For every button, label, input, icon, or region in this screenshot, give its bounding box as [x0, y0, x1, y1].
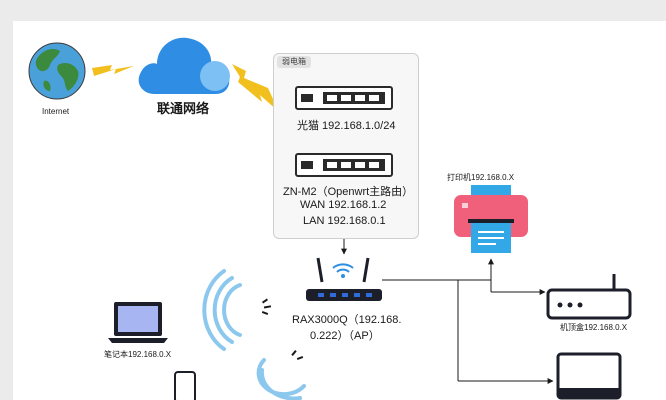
zn-m2-name: ZN-M2（Openwrt主路由）	[283, 186, 414, 198]
lightning-icon-right	[232, 64, 279, 112]
cloud-icon	[138, 37, 230, 94]
internet-label: Internet	[42, 107, 70, 116]
printer-label: 打印机192.168.0.X	[447, 173, 515, 182]
wireless-signal-icon-upper	[202, 269, 242, 351]
lightning-icon-left	[92, 65, 134, 76]
cabinet-box	[273, 53, 419, 239]
cabinet-tag: 弱电箱	[277, 56, 311, 68]
laptop-label: 笔记本192.168.0.X	[104, 350, 172, 359]
phone-icon	[174, 371, 196, 400]
switch-icon-modem	[295, 86, 393, 110]
ap-label-line1: RAX3000Q（192.168.	[292, 314, 402, 326]
wireless-signal-icon-lower	[256, 358, 306, 400]
switch-icon-router	[295, 153, 393, 177]
settop-label: 机顶盒192.168.0.X	[560, 323, 628, 332]
set-top-box-icon	[546, 274, 632, 320]
isp-label: 联通网络	[157, 101, 210, 116]
laptop-icon	[108, 302, 168, 343]
ap-label-line2: 0.222）（AP）	[310, 330, 380, 342]
zn-m2-wan: WAN 192.168.1.2	[300, 199, 387, 211]
monitor-icon	[556, 352, 622, 400]
globe-icon	[28, 42, 86, 100]
modem-label: 光猫 192.168.1.0/24	[297, 120, 396, 132]
printer-icon	[454, 185, 528, 253]
zn-m2-lan: LAN 192.168.0.1	[303, 215, 386, 227]
access-point-icon	[306, 257, 382, 301]
